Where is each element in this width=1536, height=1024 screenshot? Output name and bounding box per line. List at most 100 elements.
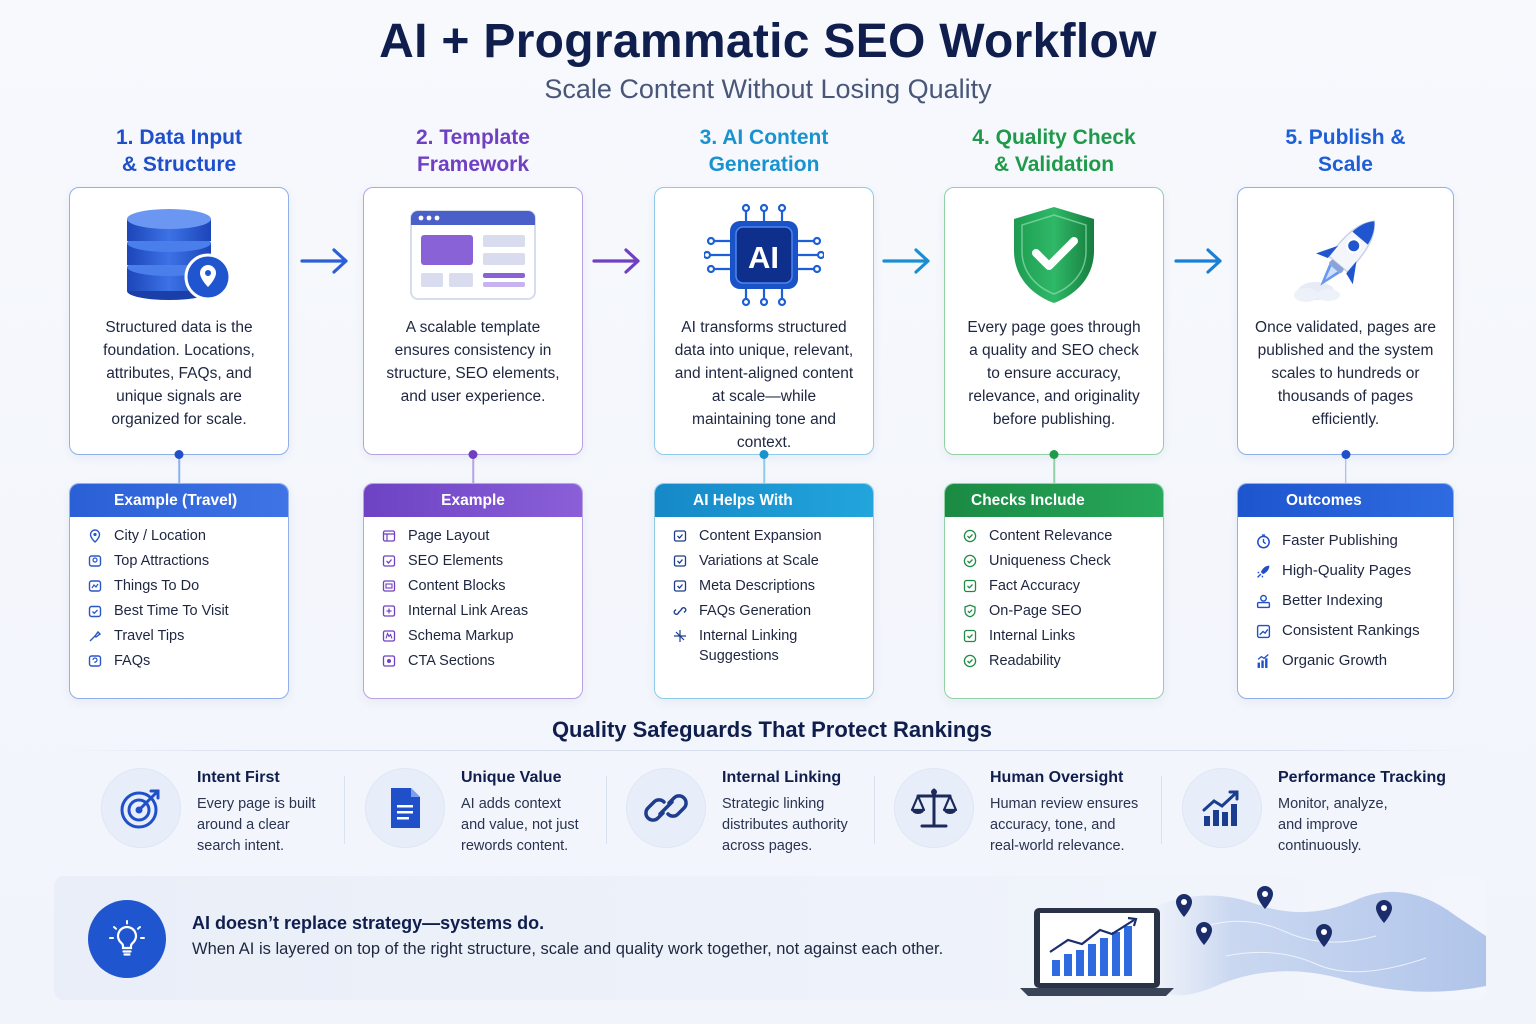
document-icon [365,768,445,848]
schema-icon [382,626,408,646]
list-item: Internal Linking Suggestions [673,626,873,666]
step-description: Structured data is the foundation. Locat… [103,319,255,428]
suggestion-icon [673,626,699,646]
ranking-chart-icon [1256,621,1282,641]
list-item: Uniqueness Check [963,551,1163,571]
shield-check-icon [945,188,1163,308]
arrow-right-icon [882,248,930,274]
tips-icon [88,626,114,646]
list-item: Variations at Scale [673,551,873,571]
link-icon [626,768,706,848]
expand-icon [673,526,699,546]
arrow-right-icon [592,248,640,274]
banner-text: When AI is layered on top of the right s… [192,940,944,958]
timer-icon [1256,531,1282,551]
step-title: 5. Publish & Scale [1285,126,1406,176]
list-header: Example [364,484,582,517]
step-card: Every page goes through a quality and SE… [944,187,1164,455]
cta-icon [382,651,408,671]
banner-headline: AI doesn’t replace strategy—systems do. [192,913,545,933]
scales-icon [894,768,974,848]
faq-link-icon [673,601,699,621]
list-item: Organic Growth [1256,651,1453,671]
step-description: AI transforms structured data into uniqu… [674,319,854,451]
list-header: Checks Include [945,484,1163,517]
check-circle-icon [963,551,989,571]
growth-chart-icon [1182,768,1262,848]
example-list: Example Page Layout SEO Elements Content… [363,483,583,699]
step-title: 1. Data Input & Structure [115,126,242,176]
list-item: Content Expansion [673,526,873,546]
divider [58,750,1478,751]
meta-icon [673,576,699,596]
list-item: Internal Link Areas [382,601,582,621]
step-data-input: 1. Data Input & Structure Structured dat… [69,124,289,699]
step-template: 2. Template Framework A scalable templat… [363,124,583,699]
strategy-banner: AI doesn’t replace strategy—systems do. … [54,876,1486,1000]
calendar-icon [88,601,114,621]
list-item: Meta Descriptions [673,576,873,596]
list-item: Content Relevance [963,526,1163,546]
list-header: AI Helps With [655,484,873,517]
laptop-map-illustration [1020,886,1486,996]
list-item: Internal Links [963,626,1163,646]
arrow-right-icon [1174,248,1222,274]
list-item: Best Time To Visit [88,601,288,621]
page-title: AI + Programmatic SEO Workflow [379,15,1157,68]
step-title: 2. Template Framework [416,126,530,176]
check-circle-icon [963,651,989,671]
step-card: A scalable template ensures consistency … [363,187,583,455]
list-item: Page Layout [382,526,582,546]
step-publish: 5. Publish & Scale Once validated, p [1237,124,1454,699]
map-pin-icon [1176,886,1392,947]
database-location-icon [70,188,288,308]
list-item: Things To Do [88,576,288,596]
step-title: 3. AI Content Generation [699,126,829,176]
checkbox-icon [382,551,408,571]
list-item: High-Quality Pages [1256,561,1453,581]
check-square-icon [963,626,989,646]
list-item: FAQs [88,651,288,671]
safeguards-title: Quality Safeguards That Protect Rankings [551,717,993,742]
list-item: Faster Publishing [1256,531,1453,551]
blocks-icon [382,576,408,596]
check-square-icon [963,576,989,596]
list-item: City / Location [88,526,288,546]
ai-chip-icon: AI [655,188,873,308]
list-item: Better Indexing [1256,591,1453,611]
list-item: Top Attractions [88,551,288,571]
step-description: A scalable template ensures consistency … [386,319,560,405]
ai-chip-label: AI [748,240,779,275]
check-shield-icon [963,601,989,621]
example-list: Checks Include Content Relevance Uniquen… [944,483,1164,699]
faq-icon [88,651,114,671]
step-description: Every page goes through a quality and SE… [967,319,1141,428]
list-item: On-Page SEO [963,601,1163,621]
rocket-icon [1238,188,1453,308]
page-subtitle: Scale Content Without Losing Quality [544,74,992,104]
list-item: Travel Tips [88,626,288,646]
example-list: Example (Travel) City / Location Top Att… [69,483,289,699]
list-item: Content Blocks [382,576,582,596]
template-window-icon [364,188,582,308]
target-icon [101,768,181,848]
list-item: Fact Accuracy [963,576,1163,596]
example-list: Outcomes Faster Publishing High-Quality … [1237,483,1454,699]
bar-growth-icon [1256,651,1282,671]
list-item: Readability [963,651,1163,671]
list-header: Example (Travel) [70,484,288,517]
list-item: FAQs Generation [673,601,873,621]
arrow-right-icon [300,248,348,274]
attraction-icon [88,551,114,571]
step-ai-generation: 3. AI Content Generation AI AI transfor [654,124,874,699]
rocket-small-icon [1256,561,1282,581]
link-area-icon [382,601,408,621]
list-header: Outcomes [1238,484,1453,517]
check-circle-icon [963,526,989,546]
step-card: AI AI transforms structured data into un… [654,187,874,455]
